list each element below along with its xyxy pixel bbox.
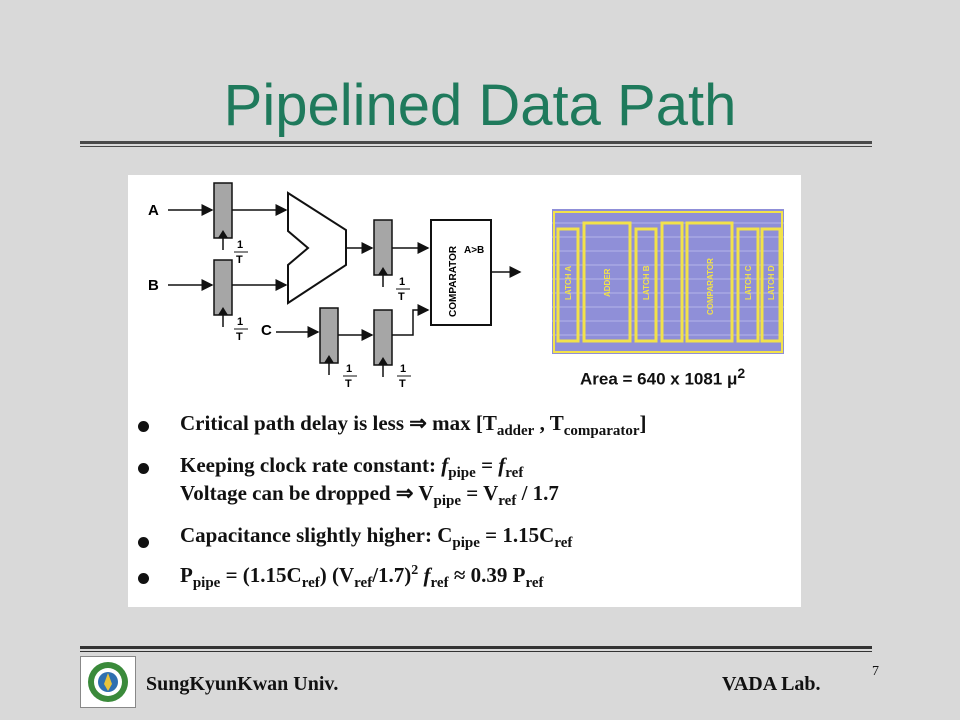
bullet-dot xyxy=(138,537,149,548)
input-a-label: A xyxy=(148,202,159,219)
footer-university: SungKyunKwan Univ. xyxy=(146,673,339,695)
layout-block-latch-b xyxy=(634,227,658,343)
footer-divider xyxy=(80,646,872,649)
area-caption: Area = 640 x 1081 μ2 xyxy=(580,365,746,389)
bullet-dot xyxy=(138,463,149,474)
footer-divider-thin xyxy=(80,651,872,652)
slide-title: Pipelined Data Path xyxy=(223,73,737,138)
university-logo xyxy=(80,656,136,708)
clock-label-den: T xyxy=(398,291,405,303)
pipeline-diagram: A B C 1 T 1 T 1 T xyxy=(148,182,784,390)
page-number: 7 xyxy=(872,664,879,679)
latch-c1 xyxy=(319,307,339,364)
emblem-icon xyxy=(88,662,128,702)
layout-label: LATCH A xyxy=(564,266,573,300)
latch-c2 xyxy=(373,309,393,366)
clock-label-num: 1 xyxy=(399,276,405,288)
layout-block-latch-d xyxy=(736,227,760,343)
layout-label: COMPARATOR xyxy=(706,258,715,315)
pipeline-latch-sum xyxy=(373,219,393,276)
layout-label: LATCH D xyxy=(767,265,776,300)
clock-label-num: 1 xyxy=(400,363,406,375)
comparator-label: COMPARATOR xyxy=(448,245,459,317)
clock-label-num: 1 xyxy=(237,239,243,251)
clock-label-den: T xyxy=(345,378,352,390)
clock-label-num: 1 xyxy=(237,316,243,328)
clock-label-den: T xyxy=(236,254,243,266)
adder-block xyxy=(287,191,347,305)
layout-block-comparator xyxy=(685,221,734,343)
comparator-output-label: A>B xyxy=(464,245,484,256)
comparator-block xyxy=(430,219,492,326)
title-divider xyxy=(80,141,872,144)
layout-block-latch-a xyxy=(556,227,580,343)
title-divider-thin xyxy=(80,146,872,147)
chip-layout-image: LATCH A ADDER LATCH B COMPARATOR LATCH C… xyxy=(552,209,784,354)
clock-label-num: 1 xyxy=(346,363,352,375)
latch-a xyxy=(213,182,233,239)
figure-panel: A B C 1 T 1 T 1 T xyxy=(128,175,801,607)
footer-lab: VADA Lab. xyxy=(722,673,821,695)
bullet-dot xyxy=(138,421,149,432)
latch-b xyxy=(213,259,233,316)
layout-block-latch-c xyxy=(660,221,684,343)
input-c-label: C xyxy=(261,322,272,339)
layout-label: ADDER xyxy=(603,268,612,297)
clock-label-den: T xyxy=(236,331,243,343)
layout-label: LATCH B xyxy=(642,265,651,300)
clock-label-den: T xyxy=(399,378,406,390)
input-b-label: B xyxy=(148,277,159,294)
bullet-dot xyxy=(138,573,149,584)
layout-block-adder xyxy=(582,221,632,343)
layout-label: LATCH C xyxy=(744,265,753,300)
